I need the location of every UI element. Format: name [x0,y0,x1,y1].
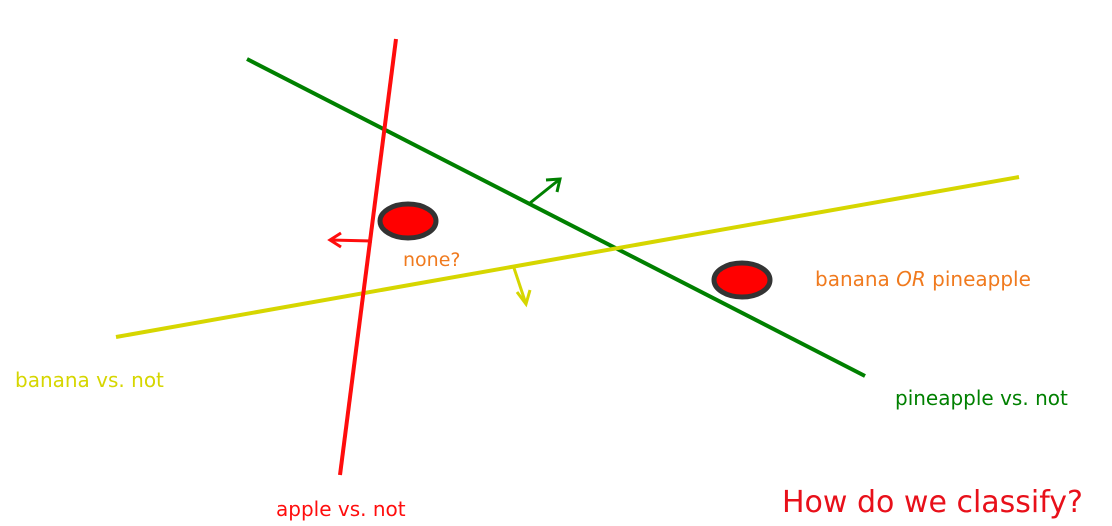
classification-question: How do we classify? [782,485,1083,520]
pineapple-decision-line [246,57,866,378]
banana-decision-line [115,175,1020,339]
apple-line-label: apple vs. not [276,497,406,521]
banana-direction-arrow [512,267,532,308]
pineapple-direction-arrow [529,177,562,205]
banana-line-label: banana vs. not [15,368,164,392]
ambiguous-label-prefix: banana [815,267,897,291]
data-point-ambiguous [711,260,773,300]
ambiguous-label-or: OR [896,267,926,291]
ambiguous-label-suffix: pineapple [925,267,1031,291]
ambiguous-point-label: banana OR pineapple [815,269,1031,289]
pineapple-line-label: pineapple vs. not [895,386,1068,410]
data-point-none [377,201,439,241]
apple-direction-arrow [327,231,373,249]
apple-decision-line [338,38,398,476]
none-point-label: none? [403,249,461,271]
